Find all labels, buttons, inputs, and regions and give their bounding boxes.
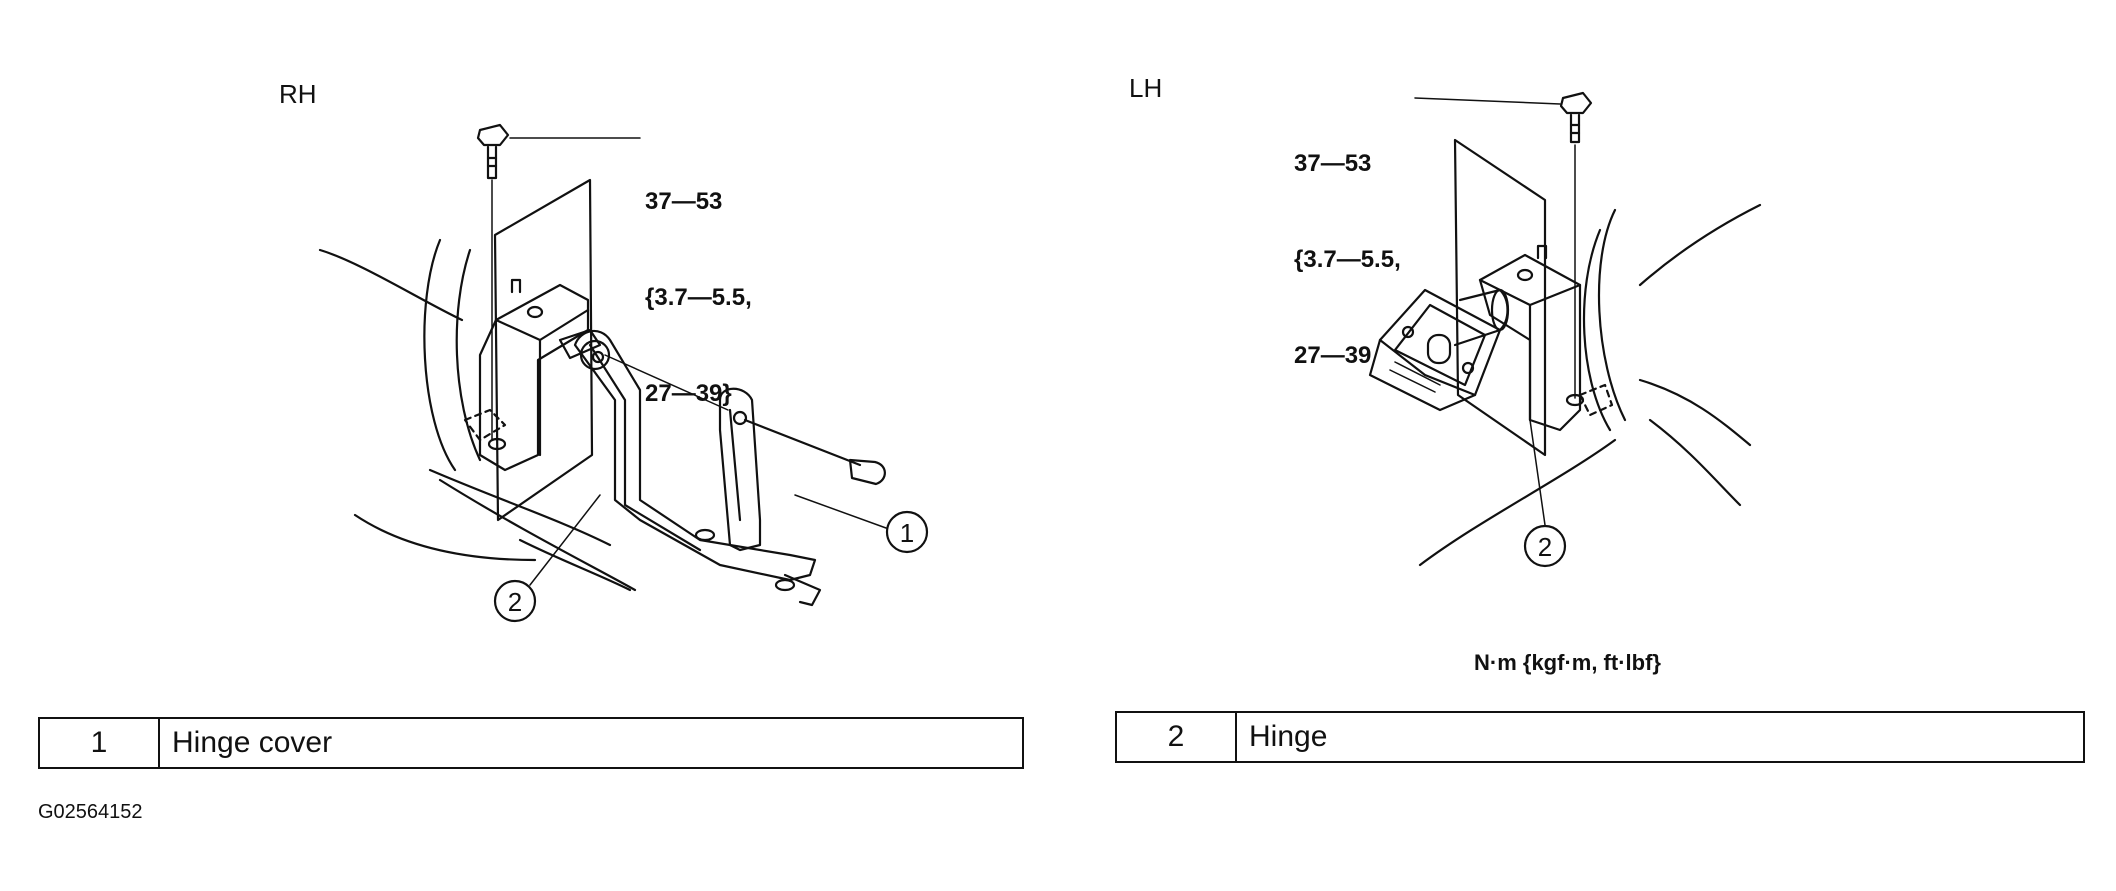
rh-hinge-arm-hole-end bbox=[774, 578, 796, 592]
rh-bolt-thread bbox=[486, 156, 498, 168]
rh-pivot-pin bbox=[558, 328, 602, 360]
lh-shaft-end bbox=[1490, 288, 1510, 332]
rh-mount-dashed bbox=[463, 408, 507, 442]
legend-row-hinge-cover: 1 Hinge cover bbox=[38, 717, 1024, 769]
rh-hinge-tab bbox=[510, 278, 522, 294]
lh-body-curve-right bbox=[1638, 378, 1752, 447]
lh-plate-pin bbox=[1426, 333, 1452, 365]
rh-body-curve-lower bbox=[353, 513, 537, 562]
lh-callout-2-leader bbox=[1529, 419, 1546, 526]
rh-callout-1-label: 1 bbox=[900, 518, 914, 548]
rh-body-curve-bottom bbox=[518, 538, 632, 592]
lh-callout-2-label: 2 bbox=[1538, 532, 1552, 562]
rh-pivot-gear bbox=[579, 339, 611, 371]
rh-clip-line bbox=[743, 418, 862, 467]
rh-hinge-arm-hole bbox=[694, 528, 716, 542]
rh-torque-line-3: 27—39} bbox=[645, 380, 732, 407]
lh-plate-hatch bbox=[1389, 361, 1441, 393]
rh-bolt-head bbox=[476, 123, 510, 147]
lh-torque-leader bbox=[1414, 97, 1561, 105]
lh-plate-base bbox=[1368, 338, 1477, 412]
rh-hinge-cover-hole bbox=[732, 410, 748, 426]
rh-bolt-shank bbox=[486, 145, 498, 180]
lh-plate-hole-b bbox=[1461, 361, 1475, 375]
lh-bolt-shank bbox=[1569, 113, 1581, 144]
lh-body-curve-upper bbox=[1638, 203, 1762, 287]
lh-hinge-tab bbox=[1536, 244, 1548, 260]
rh-hinge-arm-inner bbox=[588, 343, 702, 552]
rh-cover-leader bbox=[604, 354, 729, 411]
legend-number: 1 bbox=[40, 719, 160, 767]
lh-body-curve-arch bbox=[1597, 208, 1627, 422]
rh-callout-2-label: 2 bbox=[508, 587, 522, 617]
torque-units-note: N·m {kgf·m, ft·lbf} bbox=[1474, 650, 1661, 675]
rh-panel bbox=[493, 178, 594, 522]
lh-hinge-hole bbox=[1516, 268, 1534, 282]
lh-torque-spec: 37—53 {3.7—5.5, 27—39 bbox=[1294, 84, 1401, 404]
rh-torque-line-2: {3.7—5.5, bbox=[645, 284, 752, 311]
lh-body-curve-floor bbox=[1418, 438, 1617, 567]
lh-panel bbox=[1453, 138, 1547, 457]
legend-row-hinge: 2 Hinge bbox=[1115, 711, 2085, 763]
legend-name: Hinge bbox=[1249, 720, 1328, 753]
lh-body-curve-right-low bbox=[1648, 418, 1742, 507]
rh-side-label: RH bbox=[279, 79, 317, 109]
rh-callout-2-circle bbox=[493, 579, 537, 623]
rh-callout-1-leader bbox=[794, 494, 887, 529]
rh-body-curve-upper bbox=[318, 248, 464, 322]
rh-body-curve-floor-low bbox=[438, 478, 637, 592]
rh-callout-2-leader bbox=[529, 494, 601, 586]
lh-bolt-thread bbox=[1569, 123, 1581, 135]
lh-callout-2-circle bbox=[1523, 524, 1567, 568]
rh-callout-1-circle bbox=[885, 510, 929, 554]
lh-torque-line-1: 37—53 bbox=[1294, 150, 1372, 177]
rh-hinge-cover-inner bbox=[728, 408, 742, 522]
rh-clip bbox=[848, 458, 886, 486]
figure-id: G02564152 bbox=[38, 801, 143, 823]
legend-number: 2 bbox=[1117, 713, 1237, 761]
rh-body-curve-arch-inner bbox=[455, 248, 482, 462]
lh-view: 2 bbox=[1368, 91, 1762, 568]
rh-hinge-cover bbox=[718, 387, 762, 552]
rh-bolt-hole bbox=[487, 437, 507, 451]
lh-torque-line-2: {3.7—5.5, bbox=[1294, 246, 1401, 273]
legend-name: Hinge cover bbox=[172, 726, 333, 759]
rh-body-curve-floor bbox=[428, 468, 612, 547]
lh-mount-dashed bbox=[1578, 383, 1614, 417]
rh-view: 1 2 bbox=[318, 123, 929, 623]
lh-torque-line-3: 27—39 bbox=[1294, 342, 1372, 369]
rh-torque-spec: 37—53 {3.7—5.5, 27—39} bbox=[645, 122, 752, 442]
rh-hinge-arm-end bbox=[783, 573, 822, 607]
lh-shaft bbox=[1453, 288, 1509, 347]
lh-hinge-block bbox=[1478, 253, 1582, 432]
lh-plate-inner bbox=[1393, 303, 1487, 387]
rh-torque-line-1: 37—53 bbox=[645, 188, 723, 215]
rh-hinge-block bbox=[478, 283, 590, 472]
rh-body-curve-arch bbox=[423, 238, 457, 472]
rh-hinge-hole bbox=[526, 305, 544, 319]
lh-plate-hole-a bbox=[1401, 325, 1415, 339]
lh-plate bbox=[1378, 288, 1502, 397]
lh-body-curve-arch-inner bbox=[1582, 228, 1612, 432]
rh-pivot-center bbox=[591, 350, 605, 364]
lh-bolt-head bbox=[1559, 91, 1593, 115]
rh-hinge-arm bbox=[573, 329, 817, 582]
lh-side-label: LH bbox=[1129, 73, 1163, 103]
